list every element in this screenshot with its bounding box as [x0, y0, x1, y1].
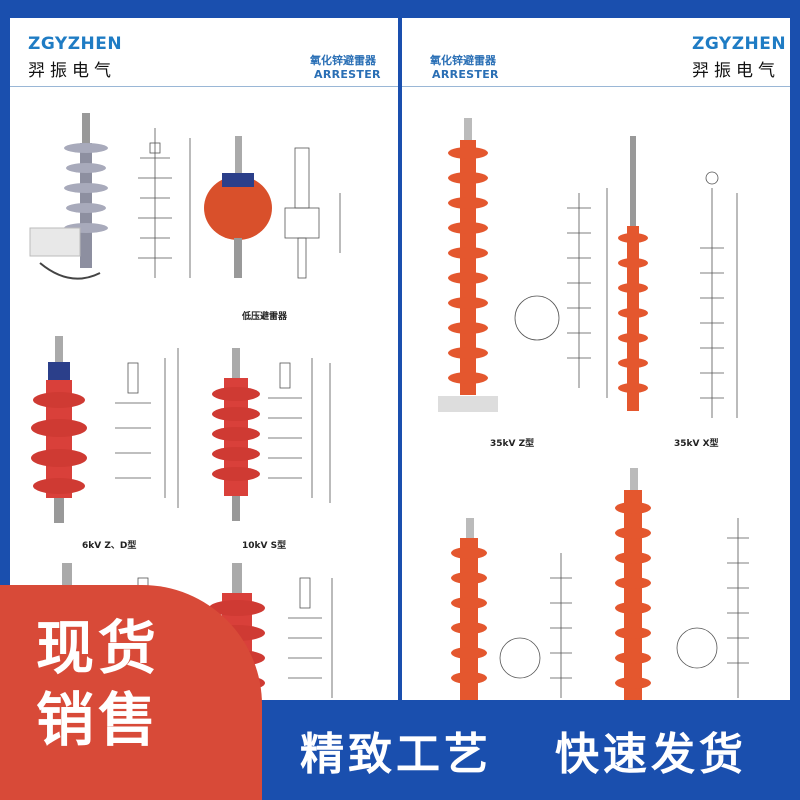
35kv-x-arrester-photo — [618, 136, 648, 411]
caption-low-voltage: 低压避雷器 — [242, 312, 288, 322]
caption-10kv: 10kV S型 — [242, 541, 287, 551]
caption-35kv-z: 35kV Z型 — [490, 439, 535, 449]
caption-35kv-x: 35kV X型 — [674, 439, 719, 449]
header-divider — [10, 86, 398, 87]
promo-badge — [0, 585, 262, 800]
promo-slogan-2: 快速发货 — [555, 729, 747, 780]
caption-6kv: 6kV Z、D型 — [82, 541, 137, 551]
lower-right-arrester-photos — [451, 468, 651, 700]
promo-badge-line1: 现货 — [36, 614, 161, 682]
6kv-arrester-photo — [31, 336, 87, 523]
brand-name-cn: 羿振电气 — [692, 61, 780, 81]
page-title-cn: 氧化锌避雷器 — [430, 54, 496, 67]
arrester-illustrations-right — [438, 118, 749, 700]
promo-slogan-1: 精致工艺 — [300, 729, 492, 780]
page-title-cn: 氧化锌避雷器 — [310, 54, 376, 67]
10kv-arrester-photo — [212, 348, 260, 521]
page-title-en: ARRESTER — [314, 68, 381, 81]
brand-name-cn: 羿振电气 — [28, 61, 116, 81]
brand-name-en: ZGYZHEN — [692, 34, 787, 54]
catalog-page-right: 氧化锌避雷器 ARRESTER ZGYZHEN 羿振电气 — [402, 18, 790, 700]
low-voltage-arrester-photo — [204, 136, 272, 278]
promo-badge-line2: 销售 — [36, 686, 161, 754]
promo-badge-text: 现货 销售 — [36, 612, 236, 756]
page-title-en: ARRESTER — [432, 68, 499, 81]
header-divider — [402, 86, 790, 87]
grey-arrester-photo — [29, 113, 108, 280]
brand-name-en: ZGYZHEN — [28, 34, 123, 54]
35kv-z-arrester-photo — [438, 118, 498, 412]
